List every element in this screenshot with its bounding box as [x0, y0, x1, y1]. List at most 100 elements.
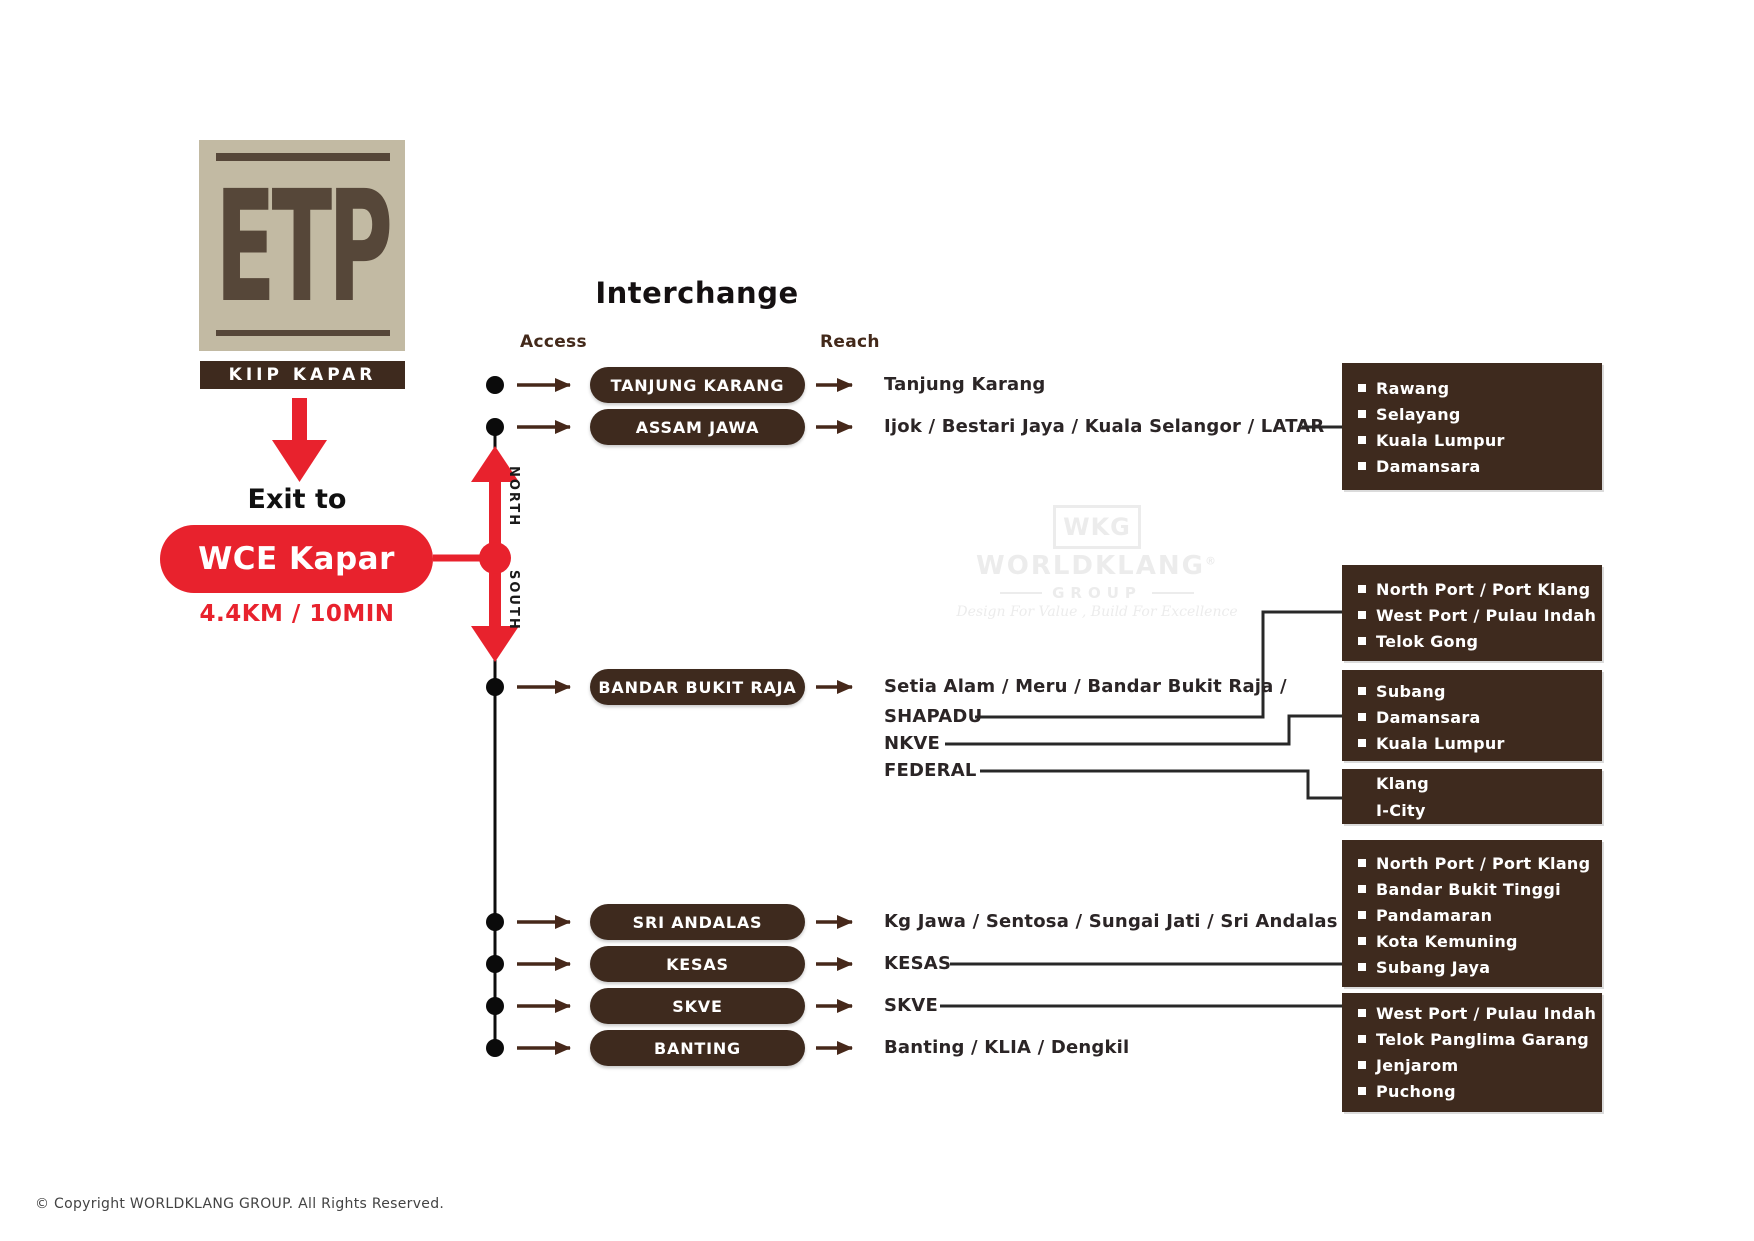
reach-banting: Banting / KLIA / Dengkil: [884, 1037, 1130, 1058]
bullet-square-icon: [1358, 687, 1366, 695]
bullet-square-icon: [1358, 410, 1366, 418]
etp-logo-letters: ETP: [215, 157, 393, 337]
watermark-wkg-text: WKG: [1063, 513, 1131, 541]
reach-arrows: [816, 378, 853, 1055]
distance-label: 4.4KM / 10MIN: [199, 601, 395, 627]
list-item: Subang: [1342, 678, 1602, 704]
bullet-square-icon: [1358, 963, 1366, 971]
destination-box-assam-jawa: Rawang Selayang Kuala Lumpur Damansara: [1342, 363, 1602, 490]
watermark-wkg-logo: WKG: [1053, 505, 1141, 549]
reach-sri-andalas: Kg Jawa / Sentosa / Sungai Jati / Sri An…: [884, 911, 1338, 932]
list-item: I-City: [1376, 801, 1426, 820]
list-item: Subang Jaya: [1342, 954, 1602, 980]
route-dot: [486, 678, 504, 696]
bullet-square-icon: [1358, 585, 1366, 593]
destination-box-nkve: Subang Damansara Kuala Lumpur: [1342, 670, 1602, 761]
connector-shapadu: [975, 610, 1342, 719]
destination-box-federal: Klang I-City: [1342, 769, 1602, 824]
route-dot: [486, 418, 504, 436]
bullet-square-icon: [1358, 637, 1366, 645]
interchange-dots: [486, 376, 504, 1057]
pill-assam-jawa: ASSAM JAWA: [590, 409, 805, 445]
bullet-square-icon: [1358, 1061, 1366, 1069]
reach-kesas: KESAS: [884, 953, 952, 974]
watermark-tagline: Design For Value , Build For Excellence: [956, 604, 1238, 620]
list-item: West Port / Pulau Indah: [1342, 1000, 1602, 1026]
reach-bbr-nkve: NKVE: [884, 733, 941, 754]
bullet-square-icon: [1358, 713, 1366, 721]
list-item: Telok Gong: [1342, 628, 1602, 654]
destination-box-shapadu: North Port / Port Klang West Port / Pula…: [1342, 565, 1602, 661]
bullet-square-icon: [1358, 911, 1366, 919]
bullet-square-icon: [1358, 859, 1366, 867]
bullet-square-icon: [1358, 1009, 1366, 1017]
south-label: SOUTH: [506, 570, 521, 631]
bullet-square-icon: [1358, 1087, 1366, 1095]
trademark-symbol: ®: [1204, 554, 1218, 568]
pill-skve: SKVE: [590, 988, 805, 1024]
reach-bbr-federal: FEDERAL: [884, 760, 977, 781]
connector-federal: [980, 769, 1342, 800]
pill-tanjung-karang: TANJUNG KARANG: [590, 367, 805, 403]
etp-logo: [199, 140, 405, 351]
destination-box-skve: West Port / Pulau Indah Telok Panglima G…: [1342, 993, 1602, 1112]
list-item: Pandamaran: [1342, 902, 1602, 928]
connector-nkve: [945, 714, 1342, 746]
decorative-line: [1000, 592, 1043, 594]
reach-tanjung-karang: Tanjung Karang: [884, 374, 1046, 395]
reach-assam-jawa: Ijok / Bestari Jaya / Kuala Selangor / L…: [884, 416, 1325, 437]
list-item: Jenjarom: [1342, 1052, 1602, 1078]
page-title: Interchange: [595, 276, 799, 310]
route-dot: [486, 955, 504, 973]
watermark-company-name: WORLDKLANG®: [976, 551, 1218, 581]
reach-bbr-shapadu: SHAPADU: [884, 706, 983, 727]
pill-sri-andalas: SRI ANDALAS: [590, 904, 805, 940]
watermark-group-label: GROUP: [1052, 584, 1142, 602]
reach-bbr-line1: Setia Alam / Meru / Bandar Bukit Raja /: [884, 676, 1287, 697]
reach-column-label: Reach: [820, 332, 880, 352]
wce-kapar-pill: WCE Kapar: [160, 525, 433, 593]
list-item: Bandar Bukit Tinggi: [1342, 876, 1602, 902]
exit-to-label: Exit to: [247, 484, 347, 515]
list-item: Klang: [1376, 774, 1430, 793]
list-item: Kuala Lumpur: [1342, 427, 1602, 453]
route-dot: [486, 997, 504, 1015]
north-label: NORTH: [506, 466, 521, 528]
route-dot: [486, 1039, 504, 1057]
bullet-square-icon: [1358, 885, 1366, 893]
route-dot: [486, 913, 504, 931]
pill-banting: BANTING: [590, 1030, 805, 1066]
bullet-square-icon: [1358, 739, 1366, 747]
access-arrows: [517, 378, 571, 1055]
list-item: North Port / Port Klang: [1342, 850, 1602, 876]
pill-kesas: KESAS: [590, 946, 805, 982]
access-column-label: Access: [520, 332, 587, 352]
list-item: Kota Kemuning: [1342, 928, 1602, 954]
decorative-line: [1151, 592, 1194, 594]
list-item: North Port / Port Klang: [1342, 576, 1602, 602]
bullet-square-icon: [1358, 1035, 1366, 1043]
etp-logo-top-bar: [216, 153, 390, 161]
list-item: West Port / Pulau Indah: [1342, 602, 1602, 628]
bullet-square-icon: [1358, 937, 1366, 945]
pill-bandar-bukit-raja: BANDAR BUKIT RAJA: [590, 669, 805, 705]
destination-box-kesas: North Port / Port Klang Bandar Bukit Tin…: [1342, 840, 1602, 987]
list-item: Rawang: [1342, 375, 1602, 401]
red-exit-down-arrow: [272, 398, 327, 482]
list-item: Damansara: [1342, 704, 1602, 730]
bullet-square-icon: [1358, 436, 1366, 444]
reach-skve: SKVE: [884, 995, 938, 1016]
list-item: Kuala Lumpur: [1342, 730, 1602, 756]
watermark-group-row: GROUP: [967, 584, 1227, 602]
list-item: Selayang: [1342, 401, 1602, 427]
etp-logo-bottom-bar: [216, 330, 390, 336]
route-dot: [486, 376, 504, 394]
list-item: Telok Panglima Garang: [1342, 1026, 1602, 1052]
list-item: Puchong: [1342, 1078, 1602, 1104]
bullet-square-icon: [1358, 611, 1366, 619]
copyright-text: © Copyright WORLDKLANG GROUP. All Rights…: [35, 1196, 445, 1212]
bullet-square-icon: [1358, 384, 1366, 392]
list-item: Damansara: [1342, 453, 1602, 479]
bullet-square-icon: [1358, 462, 1366, 470]
